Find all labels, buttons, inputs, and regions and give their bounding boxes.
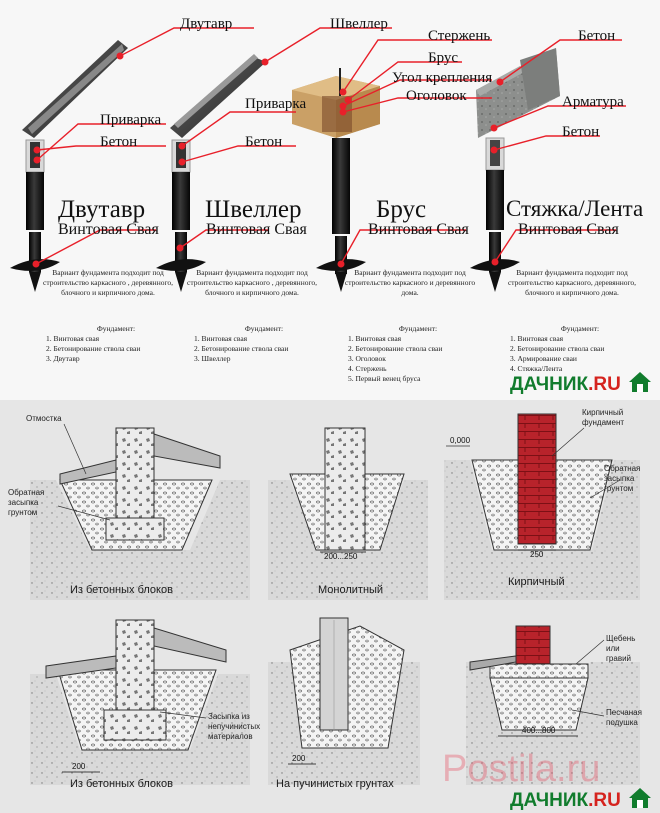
column-title-brus: Брус: [376, 196, 427, 223]
strip-foundation-panel: Отмостка Обратная засыпка грунтом Кирпич…: [0, 400, 660, 813]
fund-item: 5. Первый венец бруса: [348, 374, 421, 383]
column-title-strip: Стяжка/Лента: [506, 196, 644, 221]
dim-cushion-width: 400...800: [522, 726, 556, 735]
note-brick-foundation: Кирпичный фундамент: [582, 408, 625, 427]
i-beam-pile-drawing: [10, 40, 128, 292]
label-armatura: Арматура: [562, 94, 624, 110]
column-subtitle-3: Винтовая Свая: [368, 221, 469, 238]
watermark: Postila.ru: [442, 748, 601, 790]
callout-lines: [57, 423, 621, 719]
label-ugol: Угол крепления: [392, 70, 493, 86]
section-sand-cushion: [466, 625, 640, 785]
section-monolithic: [268, 427, 428, 600]
timber-pile-drawing: [292, 68, 380, 292]
label-shveller: Швеллер: [330, 16, 388, 32]
caption-concrete-blocks-2: Из бетонных блоков: [70, 778, 173, 790]
screw-pile-illustration: [10, 27, 626, 292]
brand-logo-bottom[interactable]: ДАЧНИК.RU: [510, 784, 652, 812]
column-title-shveller: Швеллер: [205, 196, 302, 223]
fund-list-3: Фундамент: 1. Винтовая свая 2. Бетониров…: [348, 324, 488, 384]
label-beton-2: Бетон: [245, 134, 283, 150]
house-icon: [629, 788, 652, 808]
fund-list-4: Фундамент: 1. Винтовая свая 2. Бетониров…: [510, 324, 650, 374]
dim-zero-level: 0,000: [450, 436, 471, 445]
fund-item: 4. Стержень: [348, 364, 387, 373]
label-dvutavr: Двутавр: [180, 16, 233, 32]
screw-pile-panel: Двутавр Швеллер Стержень Бетон Брус Угол…: [0, 0, 660, 400]
fund-header: Фундамент:: [560, 324, 600, 333]
leader-lines: [35, 27, 626, 265]
fund-item: 2. Бетонирование ствола сваи: [348, 344, 443, 353]
label-privarka-1: Приварка: [100, 112, 162, 128]
note-gravel: Щебень или гравий: [606, 634, 636, 663]
note-backfill-2: Обратная засыпка грунтом: [604, 464, 641, 493]
fund-item: 3. Армирование сваи: [510, 354, 577, 363]
fund-item: 1. Винтовая свая: [194, 334, 248, 343]
dim-monolithic-width: 200...250: [324, 552, 358, 561]
fund-item: 1. Винтовая свая: [348, 334, 402, 343]
brand-domain: .RU: [588, 790, 621, 811]
section-brick: [444, 413, 640, 600]
fund-item: 3. Оголовок: [348, 354, 386, 363]
caption-brick: Кирпичный: [508, 576, 565, 588]
column-subtitle-4: Винтовая Свая: [518, 221, 619, 238]
fund-header: Фундамент:: [96, 324, 136, 333]
label-beton-strip-2: Бетон: [562, 124, 600, 140]
strip-pile-drawing: [470, 48, 560, 292]
house-icon: [629, 372, 652, 392]
dim-brick-width: 250: [530, 550, 544, 559]
column-desc-2: Вариант фундамента подходит под строител…: [187, 268, 317, 297]
note-backfill-1: Обратная засыпка грунтом: [8, 488, 45, 517]
dimension-lines: [62, 549, 578, 773]
column-subtitle-2: Винтовая Свая: [206, 221, 307, 238]
column-desc-3: Вариант фундамента подходит под строител…: [344, 268, 476, 297]
brand-name: ДАЧНИК: [510, 790, 589, 811]
label-privarka-2: Приварка: [245, 96, 307, 112]
note-nonheaving-fill: Засыпка из непучинистых материалов: [208, 712, 261, 741]
label-ogolovok: Оголовок: [406, 88, 467, 104]
fund-item: 2. Бетонирование ствола сваи: [194, 344, 289, 353]
note-otmostka: Отмостка: [26, 414, 62, 423]
fund-header: Фундамент:: [398, 324, 438, 333]
fund-item: 2. Бетонирование ствола сваи: [46, 344, 141, 353]
brand-logo-top[interactable]: ДАЧНИК.RU: [510, 368, 652, 396]
caption-concrete-blocks-1: Из бетонных блоков: [70, 584, 173, 596]
fund-item: 3. Двутавр: [46, 354, 80, 363]
note-sand-cushion: Песчаная подушка: [606, 708, 642, 727]
dim-blocks-offset: 200: [72, 762, 86, 771]
fund-list-1: Фундамент: 1. Винтовая свая 2. Бетониров…: [46, 324, 186, 364]
fund-header: Фундамент:: [244, 324, 284, 333]
label-beton-1: Бетон: [100, 134, 138, 150]
label-beton-strip: Бетон: [578, 28, 616, 44]
fund-item: 1. Винтовая свая: [510, 334, 564, 343]
brand-name: ДАЧНИК: [510, 374, 589, 395]
column-desc-4: Вариант фундамента подходит под строител…: [507, 268, 637, 297]
dim-heaving-offset: 200: [292, 754, 306, 763]
fund-item: 1. Винтовая свая: [46, 334, 100, 343]
section-concrete-blocks-2: [30, 619, 250, 785]
fund-item: 4. Стяжка/Лента: [510, 364, 563, 373]
column-desc-1: Вариант фундамента подходит под строител…: [43, 268, 173, 297]
channel-pile-drawing: [156, 54, 266, 292]
leader-dots: [32, 52, 504, 268]
caption-heaving-soils: На пучинистых грунтах: [276, 778, 394, 790]
section-heaving-soils: [268, 617, 420, 785]
section-concrete-blocks-1: [30, 427, 250, 600]
column-title-dvutavr: Двутавр: [58, 196, 146, 223]
column-subtitle-1: Винтовая Свая: [58, 221, 159, 238]
label-sterzhen: Стержень: [428, 28, 491, 44]
label-brus: Брус: [428, 50, 459, 66]
foundation-sections: [30, 413, 640, 785]
fund-item: 2. Бетонирование ствола сваи: [510, 344, 605, 353]
fund-item: 3. Швеллер: [194, 354, 231, 363]
caption-monolithic: Монолитный: [318, 584, 384, 596]
fund-list-2: Фундамент: 1. Винтовая свая 2. Бетониров…: [194, 324, 334, 364]
brand-domain: .RU: [588, 374, 621, 395]
